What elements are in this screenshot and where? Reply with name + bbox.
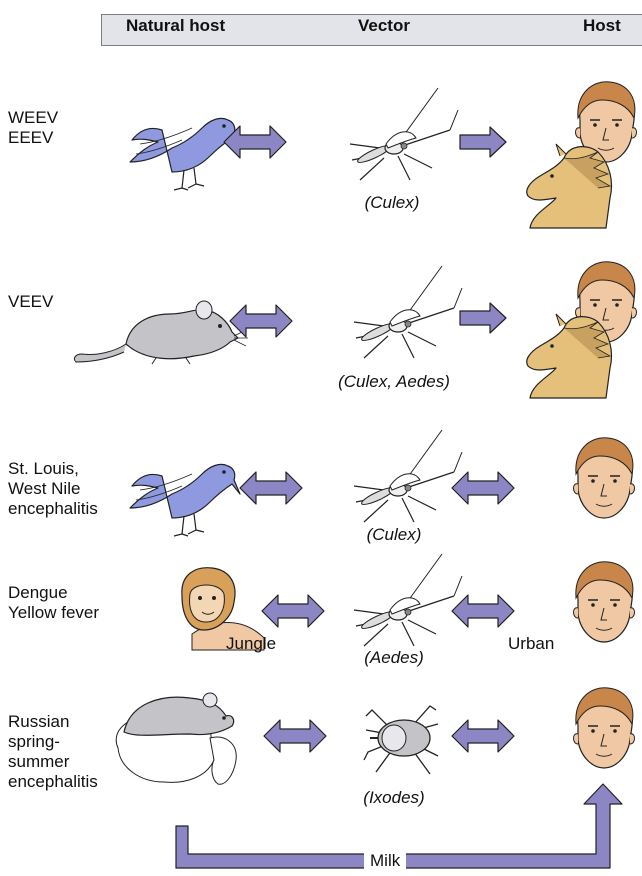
arrow-vector-to-host-1	[460, 127, 506, 157]
mosquito-icon	[354, 554, 462, 646]
vector-label-row-5: (Ixodes)	[363, 788, 424, 808]
double-arrow-host-vector-4	[262, 595, 324, 627]
tick-icon	[364, 706, 438, 774]
mouse-sheep-goat-icon	[116, 693, 236, 784]
double-arrow-vector-host-5	[452, 720, 514, 752]
human-face-icon	[574, 438, 635, 518]
urban-label: Urban	[508, 634, 554, 654]
jungle-label: Jungle	[226, 634, 276, 654]
arrow-vector-to-host-2	[460, 303, 506, 333]
milk-label: Milk	[364, 851, 406, 871]
double-arrow-vector-host-3	[452, 472, 514, 504]
horse-icon	[527, 314, 612, 398]
horse-icon	[527, 144, 612, 228]
mosquito-icon	[354, 430, 462, 522]
double-arrow-host-vector-2	[230, 305, 292, 337]
double-arrow-host-vector-5	[264, 720, 326, 752]
vector-label-row-3: (Culex)	[367, 525, 422, 545]
double-arrow-host-vector-3	[240, 472, 302, 504]
vector-label-row-4: (Aedes)	[364, 648, 424, 668]
human-face-icon	[574, 688, 635, 768]
bird-icon	[130, 118, 240, 190]
mouse-icon	[74, 301, 248, 364]
double-arrow-vector-host-4	[452, 595, 514, 627]
bird-icon	[130, 464, 240, 536]
mosquito-icon	[350, 88, 458, 180]
human-face-icon	[574, 562, 635, 642]
vector-label-row-1: (Culex)	[365, 193, 420, 213]
mosquito-icon	[354, 266, 462, 358]
vector-label-row-2: (Culex, Aedes)	[338, 372, 450, 392]
